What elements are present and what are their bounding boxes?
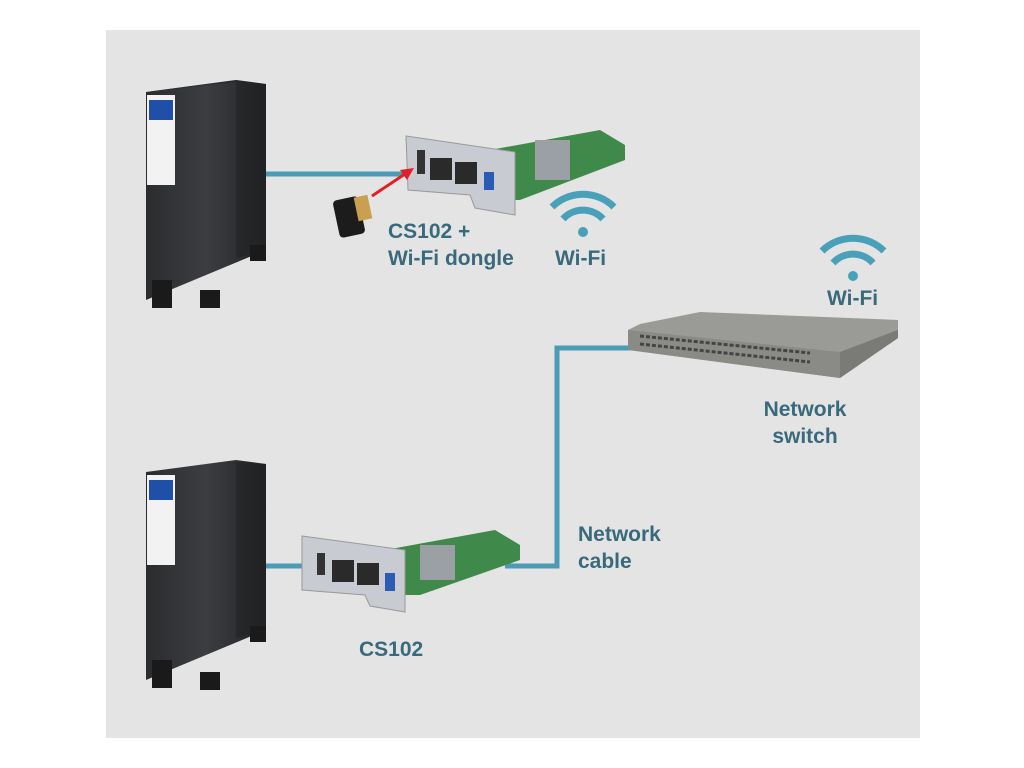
network-card-icon — [405, 130, 625, 216]
switch-wifi-label: Wi-Fi — [827, 287, 879, 310]
ups-tower-icon — [146, 460, 266, 690]
ups-tower-icon — [146, 80, 266, 308]
switch-label-line1: Network — [763, 398, 847, 421]
network-switch-icon — [628, 312, 898, 378]
wifi-dongle-icon — [333, 194, 373, 238]
top-card-label-line1: CS102 + — [388, 220, 471, 243]
switch-label-line2: switch — [772, 425, 838, 448]
wifi-icon — [549, 190, 617, 237]
cable-label-line2: cable — [578, 550, 632, 573]
network-card-icon — [301, 530, 520, 613]
top-card-label-line2: Wi-Fi dongle — [388, 247, 514, 270]
network-cable — [505, 345, 636, 569]
wifi-icon — [819, 234, 887, 281]
top-card-label: CS102 + Wi-Fi dongle — [388, 218, 514, 272]
cable-label-line1: Network — [578, 523, 661, 546]
switch-label: Network switch — [745, 396, 865, 450]
bottom-card-label: CS102 — [359, 638, 424, 661]
top-wifi-label: Wi-Fi — [555, 247, 607, 270]
arrow-icon — [371, 168, 414, 198]
cable-label: Network cable — [578, 521, 661, 575]
